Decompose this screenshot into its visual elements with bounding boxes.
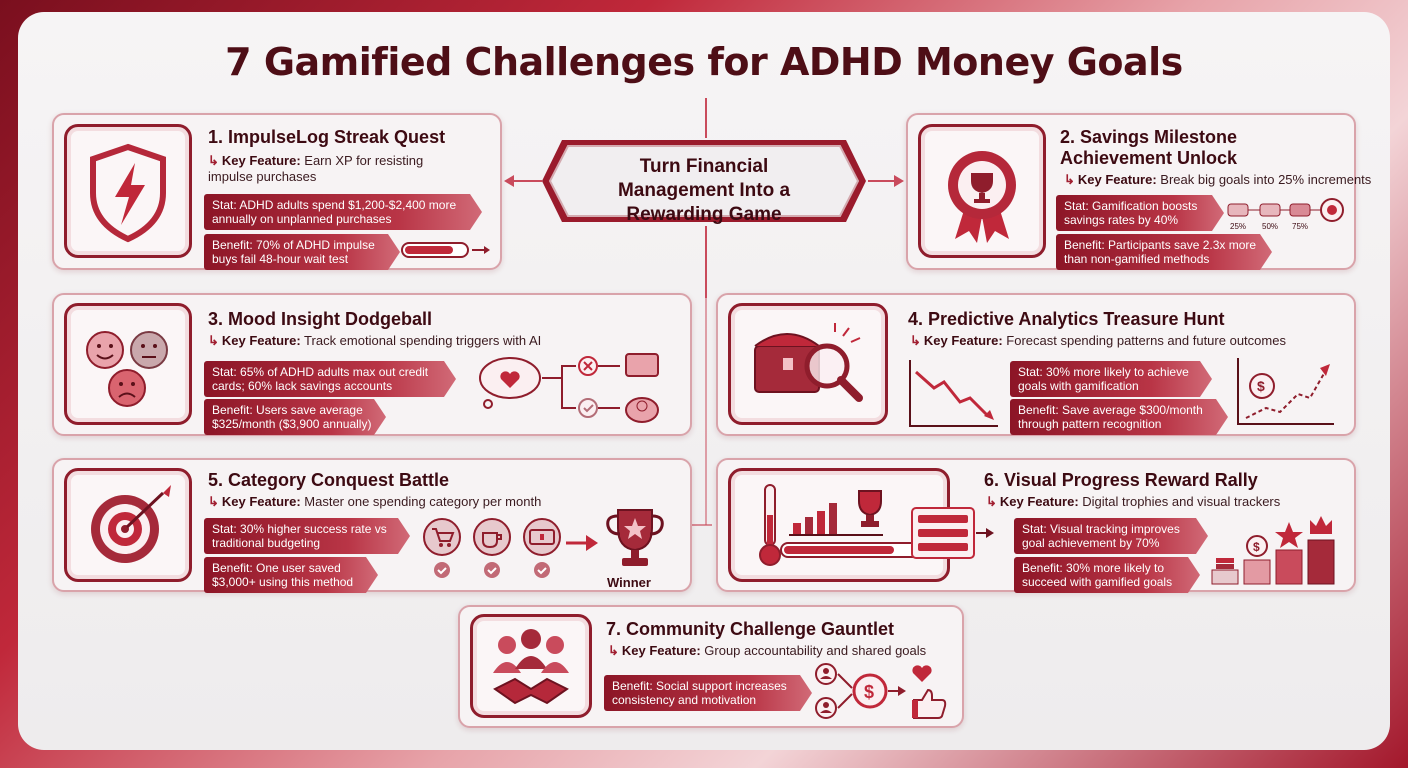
center-banner-shape	[542, 140, 866, 222]
connector-top	[705, 98, 707, 138]
card-1-key-feature: ↳Key Feature: Earn XP for resisting impu…	[208, 153, 424, 184]
card-5-stat: Stat: 30% higher success rate vs traditi…	[204, 518, 410, 554]
list-panel-icon	[911, 507, 994, 559]
card-6-title: 6. Visual Progress Reward Rally	[984, 470, 1258, 490]
card-4-benefit: Benefit: Save average $300/month through…	[1010, 399, 1228, 435]
card-2-key-feature: ↳Key Feature: Break big goals into 25% i…	[1064, 172, 1372, 187]
connector-right	[868, 180, 898, 182]
reward-bars-icon: $	[1211, 516, 1335, 585]
medal-trophy-icon	[948, 151, 1016, 243]
community-handshake-icon	[493, 629, 569, 705]
card-2-icon-frame	[918, 124, 1046, 258]
connector-mid2	[705, 298, 707, 525]
card-4-key-feature: ↳Key Feature: Forecast spending patterns…	[910, 333, 1286, 348]
card-5-key-feature: ↳Key Feature: Master one spending catego…	[208, 494, 542, 509]
card-7-icon-frame	[470, 614, 592, 718]
card-3-icon-frame	[64, 303, 192, 425]
trophy-icon	[606, 509, 664, 566]
card-1-title: 1. ImpulseLog Streak Quest	[208, 127, 446, 147]
category-icons	[423, 518, 598, 578]
card-6-benefit: Benefit: 30% more likely to succeed with…	[1014, 557, 1200, 593]
treasure-magnifier-icon	[754, 323, 863, 402]
progress-tracker-icon	[759, 484, 932, 566]
winner-label: Winner	[607, 575, 651, 590]
milestone-50: 50%	[1262, 222, 1278, 231]
card-1-icon-frame	[64, 124, 192, 258]
progress-bar-icon	[401, 242, 490, 258]
connector-mid	[705, 226, 707, 298]
milestone-tracker: 25% 50% 75%	[1227, 198, 1344, 231]
card-5-benefit: Benefit: One user saved $3,000+ using th…	[204, 557, 378, 593]
card-3-benefit: Benefit: Users save average $325/month (…	[204, 399, 386, 435]
card-7-title: 7. Community Challenge Gauntlet	[606, 619, 895, 639]
card-3-title: 3. Mood Insight Dodgeball	[208, 309, 432, 329]
card-7-key-feature: ↳Key Feature: Group accountability and s…	[608, 643, 927, 658]
card-5-icon-frame	[64, 468, 192, 582]
card-1-benefit: Benefit: 70% of ADHD impulse buys fail 4…	[204, 234, 400, 270]
card-4-icon-frame	[728, 303, 888, 425]
svg-text:$: $	[1257, 378, 1265, 394]
mood-faces-icon	[86, 331, 168, 407]
card-5-title: 5. Category Conquest Battle	[208, 470, 450, 490]
declining-trend-icon	[909, 360, 998, 427]
milestone-25: 25%	[1230, 222, 1246, 231]
card-4-title: 4. Predictive Analytics Treasure Hunt	[908, 309, 1225, 329]
svg-text:$: $	[1253, 540, 1260, 554]
card-3-stat: Stat: 65% of ADHD adults max out credit …	[204, 361, 456, 397]
card-7-benefit: Benefit: Social support increases consis…	[604, 675, 812, 711]
svg-text:$: $	[864, 682, 874, 702]
community-flow-icons: $	[815, 663, 947, 719]
card-2-title: 2. Savings Milestone Achievement Unlock	[1060, 127, 1238, 168]
milestone-75: 75%	[1292, 222, 1308, 231]
card-6-key-feature: ↳Key Feature: Digital trophies and visua…	[986, 494, 1281, 509]
card-4-stat: Stat: 30% more likely to achieve goals w…	[1010, 361, 1212, 397]
mood-trigger-flow	[479, 353, 659, 423]
card-3-key-feature: ↳Key Feature: Track emotional spending t…	[208, 333, 542, 348]
page-title: 7 Gamified Challenges for ADHD Money Goa…	[225, 40, 1183, 84]
card-2-benefit: Benefit: Participants save 2.3x more tha…	[1056, 234, 1272, 270]
card-1-stat: Stat: ADHD adults spend $1,200-$2,400 mo…	[204, 194, 482, 230]
shield-lightning-icon	[90, 143, 166, 243]
card-6-stat: Stat: Visual tracking improves goal achi…	[1014, 518, 1208, 554]
rising-trend-icon: $	[1237, 358, 1334, 425]
target-icon	[91, 485, 171, 563]
center-banner-text: Turn Financial Management Into a Rewardi…	[617, 156, 791, 225]
card-2-stat: Stat: Gamification boosts savings rates …	[1056, 195, 1224, 231]
center-banner: Turn Financial Management Into a Rewardi…	[540, 138, 868, 225]
connector-left	[512, 180, 542, 182]
